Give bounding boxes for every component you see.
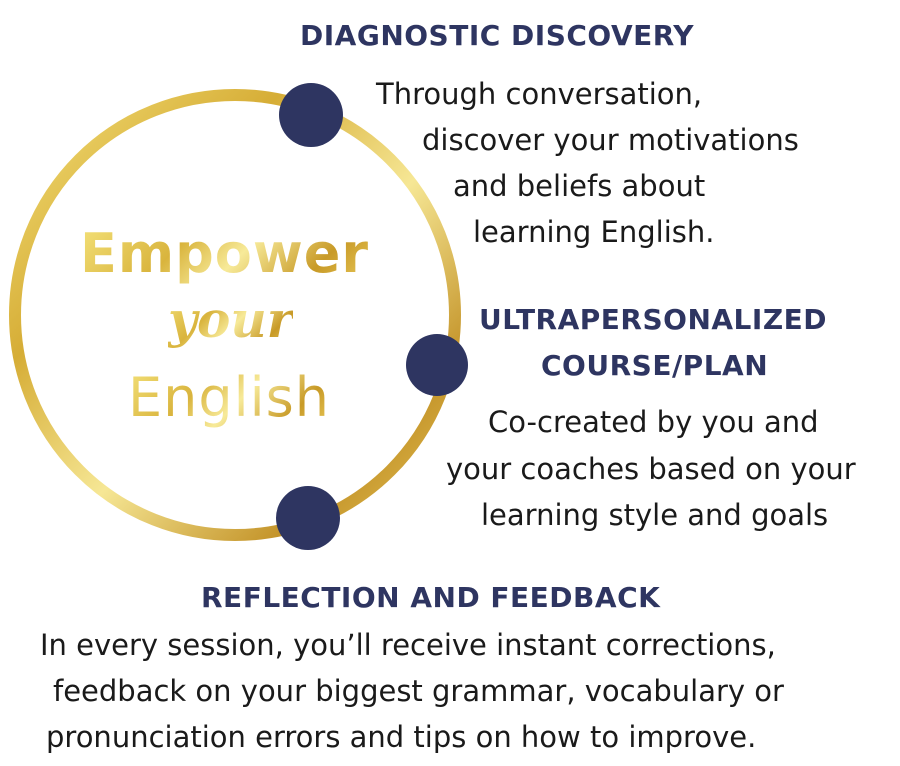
logo-english: English xyxy=(128,366,330,429)
step-2-body-line-3: learning style and goals xyxy=(481,498,829,532)
logo-empower: Empower xyxy=(80,222,370,285)
step-2-heading-line-2: COURSE/PLAN xyxy=(541,349,769,382)
step-3-body-line-3: pronunciation errors and tips on how to … xyxy=(46,720,757,754)
step-dot-3 xyxy=(276,486,340,550)
step-1-body-line-2: discover your motivations xyxy=(422,123,799,157)
step-1-body-line-1: Through conversation, xyxy=(376,77,703,111)
step-1-body-line-3: and beliefs about xyxy=(453,169,706,203)
step-1-body-line-4: learning English. xyxy=(473,215,715,249)
step-3-heading: REFLECTION AND FEEDBACK xyxy=(201,581,661,614)
logo-your: your xyxy=(168,290,294,349)
step-dot-1 xyxy=(279,83,343,147)
gold-ring xyxy=(9,89,461,541)
step-2-body-line-1: Co-created by you and xyxy=(488,405,819,439)
step-2-heading-line-1: ULTRAPERSONALIZED xyxy=(479,303,827,336)
step-3-body-line-1: In every session, you’ll receive instant… xyxy=(40,628,776,662)
step-1-heading: DIAGNOSTIC DISCOVERY xyxy=(300,19,695,52)
step-2-body-line-2: your coaches based on your xyxy=(446,452,856,486)
step-dot-2 xyxy=(406,334,468,396)
step-3-body-line-2: feedback on your biggest grammar, vocabu… xyxy=(53,674,784,708)
